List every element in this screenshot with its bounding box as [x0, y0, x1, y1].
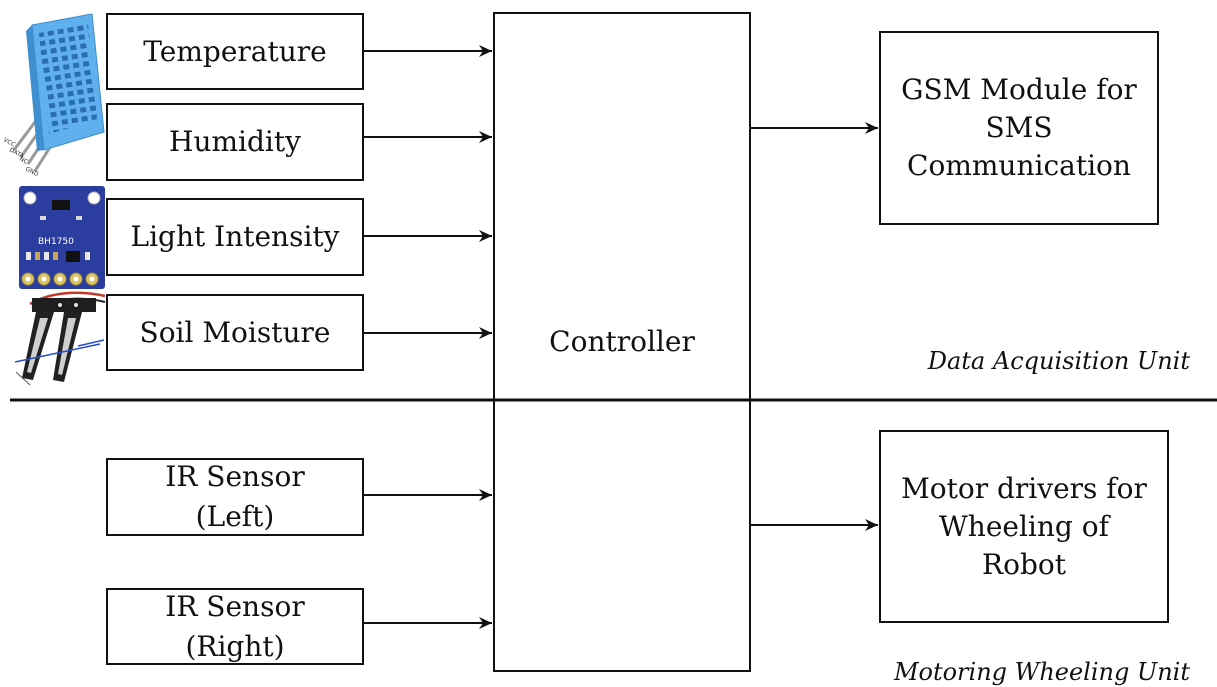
soil-moisture-probe-photo [14, 291, 106, 386]
soil-moisture-box: Soil Moisture [106, 294, 364, 371]
probe-head [32, 298, 96, 312]
temperature-label: Temperature [143, 34, 327, 68]
dht11-pin-label: NC [18, 156, 29, 166]
ir-sensor-right-label-line: (Right) [185, 629, 285, 663]
probe-wire-red [29, 291, 106, 306]
gsm-module-label-line: GSM Module for [901, 73, 1137, 106]
ir-sensor-right-label-line: IR Sensor [165, 589, 305, 623]
ir-sensor-left-label-line: (Left) [195, 500, 275, 533]
smd-component [76, 216, 82, 220]
controller-label: Controller [549, 325, 695, 358]
dht11-vent-grid [39, 24, 97, 134]
dht11-pin-label: GND [24, 166, 40, 179]
ir-sensor-left-label-line: IR Sensor [165, 460, 305, 493]
probe-blue-wire [77, 339, 105, 347]
bh1750-chip [52, 200, 70, 210]
bh1750-light-sensor-photo: BH1750 [19, 186, 105, 289]
gsm-module-box: GSM Module for SMS Communication [879, 31, 1159, 225]
dht11-pin-label: VCC [2, 137, 16, 149]
motor-drivers-label-line: Wheeling of [939, 509, 1109, 543]
data-acquisition-unit-label: Data Acquisition Unit [927, 347, 1190, 375]
gsm-module-label-line: Communication [907, 149, 1131, 182]
light-intensity-label: Light Intensity [130, 220, 340, 253]
dht11-side [26, 25, 44, 151]
ir-sensor-right-box: IR Sensor (Right) [106, 588, 364, 665]
probe-edge-line [15, 371, 31, 386]
gsm-module-label-line: SMS [985, 111, 1053, 144]
humidity-box: Humidity [106, 103, 364, 181]
humidity-label: Humidity [169, 125, 301, 158]
probe-wire-black [31, 297, 106, 309]
dht11-pin-label: DATA [8, 147, 26, 161]
controller-box: Controller [493, 12, 751, 672]
soil-moisture-label: Soil Moisture [139, 315, 331, 349]
mounting-hole [23, 191, 37, 205]
bh1750-board-text: BH1750 [38, 237, 74, 247]
bh1750-board [19, 186, 105, 289]
light-intensity-box: Light Intensity [106, 198, 364, 276]
probe-strip-left [27, 318, 48, 373]
header-pads [21, 272, 99, 286]
probe-blue-wire [14, 343, 101, 363]
smd-components [26, 251, 90, 262]
motor-drivers-label-line: Robot [982, 547, 1066, 581]
probe-prong-right [53, 312, 82, 382]
dht11-sensor-photo: VCC DATA NC GND [2, 13, 105, 179]
motor-drivers-box: Motor drivers for Wheeling of Robot [879, 430, 1169, 623]
dht11-body [31, 13, 105, 151]
mounting-hole [87, 191, 101, 205]
ir-sensor-left-box: IR Sensor (Left) [106, 458, 364, 536]
motoring-wheeling-unit-label: Motoring Wheeling Unit [893, 658, 1190, 686]
probe-strip-right [58, 318, 76, 375]
motor-drivers-label-line: Motor drivers for [901, 471, 1147, 505]
dht11-pins [12, 117, 61, 172]
smd-component [40, 216, 46, 220]
temperature-box: Temperature [106, 13, 364, 90]
probe-prong-left [22, 312, 54, 380]
